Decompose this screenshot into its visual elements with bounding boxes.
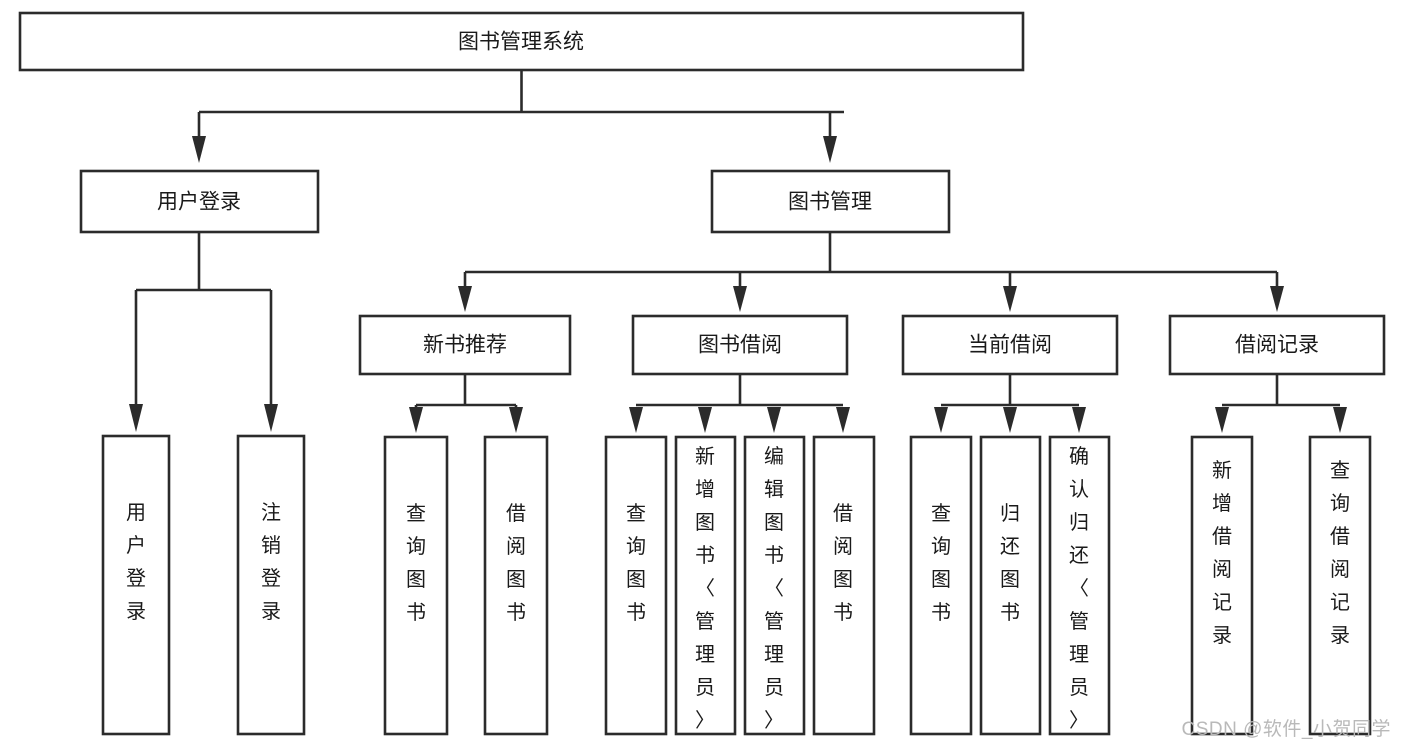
node-current-borrow-box[interactable] — [901, 314, 1119, 376]
leaf-node-query-book-3[interactable]: 查询图书 — [909, 435, 973, 736]
leaf-query-record-box[interactable] — [1308, 435, 1372, 736]
leaf-logout-label: 注销登录 — [261, 501, 281, 623]
node-current-borrow[interactable]: 当前借阅 — [901, 314, 1119, 376]
node-new-book-rec-label: 新书推荐 — [423, 334, 507, 357]
node-book-borrow-label: 图书借阅 — [698, 334, 782, 357]
arrow-head-leaf-user-login — [129, 404, 143, 432]
leaf-add-book-label: 新增图书〈管理员〉 — [695, 445, 715, 732]
leaf-query-record-label: 查询借阅记录 — [1330, 459, 1350, 647]
leaf-return-book-label: 归还图书 — [1000, 502, 1020, 624]
arrow-head-book-manage — [823, 136, 837, 163]
arrow-head-leaf-logout — [264, 404, 278, 432]
leaf-borrow-book-1-label: 借阅图书 — [506, 502, 526, 624]
leaf-node-add-record[interactable]: 新增借阅记录 — [1190, 435, 1254, 736]
node-book-borrow-box[interactable] — [631, 314, 849, 376]
node-borrow-record-label: 借阅记录 — [1235, 334, 1319, 357]
leaf-node-confirm-return[interactable]: 确认归还〈管理员〉 — [1048, 435, 1111, 736]
arrow-head-leaf-query-book-2 — [629, 407, 643, 433]
leaf-borrow-book-2-label: 借阅图书 — [833, 502, 853, 624]
leaf-confirm-return-label: 确认归还〈管理员〉 — [1069, 445, 1089, 732]
leaf-node-query-book-1[interactable]: 查询图书 — [383, 435, 449, 736]
node-book-borrow[interactable]: 图书借阅 — [631, 314, 849, 376]
leaf-query-book-1-box[interactable] — [383, 435, 449, 736]
node-root[interactable]: 图书管理系统 — [18, 11, 1025, 72]
leaf-node-add-book[interactable]: 新增图书〈管理员〉 — [674, 435, 737, 736]
leaf-logout-box[interactable] — [236, 434, 306, 736]
node-book-manage[interactable]: 图书管理 — [710, 169, 951, 234]
arrow-head-borrow-record — [1270, 286, 1284, 312]
leaf-add-record-label: 新增借阅记录 — [1212, 459, 1232, 647]
arrow-head-leaf-return-book — [1003, 407, 1017, 433]
leaf-query-book-3-box[interactable] — [909, 435, 973, 736]
arrow-head-leaf-query-record — [1333, 407, 1347, 433]
node-root-box[interactable] — [18, 11, 1025, 72]
leaf-node-edit-book[interactable]: 编辑图书〈管理员〉 — [743, 435, 806, 736]
connector-group-root — [192, 70, 844, 163]
connector-group-book-borrow — [629, 374, 850, 433]
connector-group-book-manage — [458, 232, 1284, 312]
csdn-watermark: CSDN @软件_小贺同学 — [1181, 719, 1391, 740]
arrow-head-leaf-add-record — [1215, 407, 1229, 433]
leaf-node-query-book-2[interactable]: 查询图书 — [604, 435, 668, 736]
node-new-book-rec[interactable]: 新书推荐 — [358, 314, 572, 376]
leaf-edit-book-label: 编辑图书〈管理员〉 — [764, 445, 784, 732]
node-new-book-rec-box[interactable] — [358, 314, 572, 376]
arrow-head-leaf-edit-book — [767, 407, 781, 433]
leaf-user-login-label: 用户登录 — [126, 502, 146, 623]
node-book-manage-box[interactable] — [710, 169, 951, 234]
leaf-node-borrow-book-1[interactable]: 借阅图书 — [483, 435, 549, 736]
leaf-node-return-book[interactable]: 归还图书 — [979, 435, 1042, 736]
leaf-node-query-record[interactable]: 查询借阅记录 — [1308, 435, 1372, 736]
node-book-manage-label: 图书管理 — [788, 191, 872, 214]
arrow-head-leaf-add-book — [698, 407, 712, 433]
leaf-borrow-book-1-box[interactable] — [483, 435, 549, 736]
node-user-login[interactable]: 用户登录 — [79, 169, 320, 234]
node-borrow-record[interactable]: 借阅记录 — [1168, 314, 1386, 376]
leaf-node-logout[interactable]: 注销登录 — [236, 434, 306, 736]
node-borrow-record-box[interactable] — [1168, 314, 1386, 376]
connector-group-borrow-record — [1215, 374, 1347, 433]
leaf-add-record-box[interactable] — [1190, 435, 1254, 736]
arrow-head-new-book-rec — [458, 286, 472, 312]
leaf-return-book-box[interactable] — [979, 435, 1042, 736]
arrow-head-leaf-query-book-1 — [409, 407, 423, 433]
leaf-edit-book-box[interactable] — [743, 435, 806, 736]
leaf-user-login-box[interactable] — [101, 434, 171, 736]
arrow-head-leaf-confirm-return — [1072, 407, 1086, 433]
leaf-query-book-3-label: 查询图书 — [931, 502, 951, 624]
connector-group-new-book-rec — [409, 374, 523, 433]
arrow-head-leaf-query-book-3 — [934, 407, 948, 433]
node-user-login-label: 用户登录 — [157, 191, 241, 214]
node-root-label: 图书管理系统 — [458, 31, 584, 54]
arrow-head-current-borrow — [1003, 286, 1017, 312]
leaf-node-borrow-book-2[interactable]: 借阅图书 — [812, 435, 876, 736]
leaf-query-book-1-label: 查询图书 — [406, 502, 426, 624]
leaf-query-book-2-label: 查询图书 — [626, 502, 646, 624]
leaf-query-book-2-box[interactable] — [604, 435, 668, 736]
node-user-login-box[interactable] — [79, 169, 320, 234]
leaf-add-book-box[interactable] — [674, 435, 737, 736]
arrow-head-leaf-borrow-book-1 — [509, 407, 523, 433]
leaf-borrow-book-2-box[interactable] — [812, 435, 876, 736]
connector-group-user-login — [129, 232, 278, 432]
connector-group-current-borrow — [934, 374, 1086, 433]
node-current-borrow-label: 当前借阅 — [968, 334, 1052, 357]
arrow-head-leaf-borrow-book-2 — [836, 407, 850, 433]
arrow-head-user-login — [192, 136, 206, 163]
arrow-head-book-borrow — [733, 286, 747, 312]
leaf-node-user-login[interactable]: 用户登录 — [101, 434, 171, 736]
leaf-confirm-return-box[interactable] — [1048, 435, 1111, 736]
